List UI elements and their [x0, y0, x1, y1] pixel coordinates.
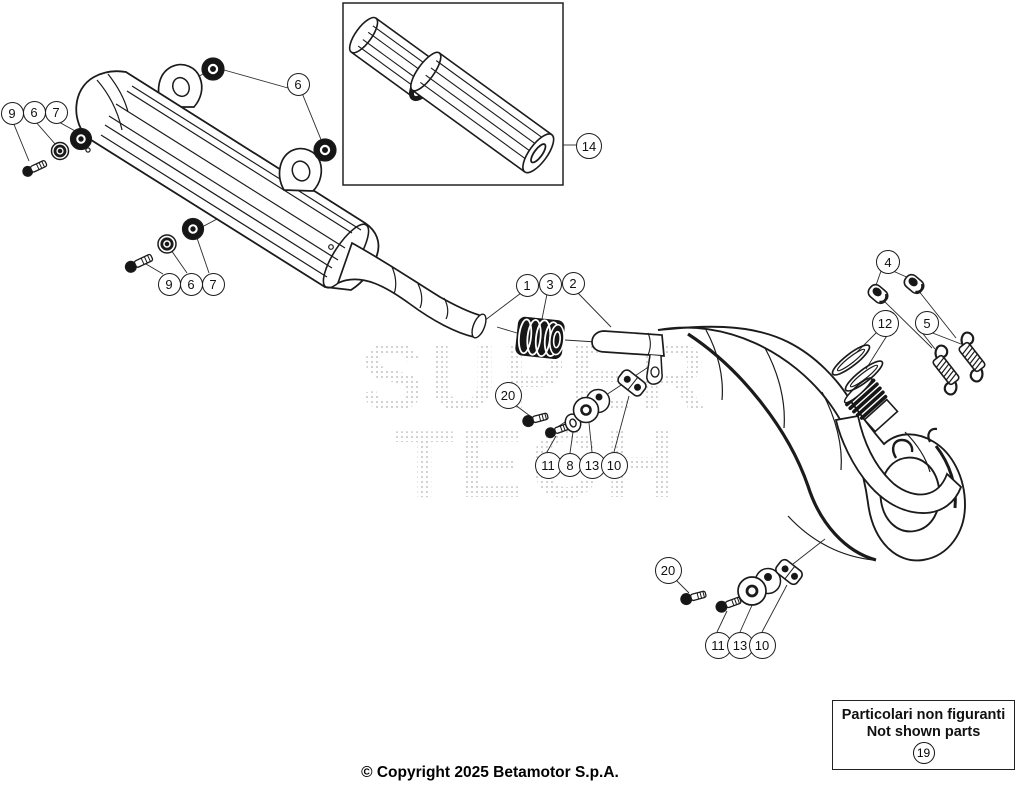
callout-20: 20 [494, 381, 522, 409]
callout-6: 6 [22, 100, 46, 124]
callout-19: 19 [912, 741, 935, 764]
exhaust-flange [843, 377, 899, 433]
callout-7: 7 [44, 100, 68, 124]
callout-12: 12 [871, 309, 899, 337]
hook-brackets [867, 273, 925, 305]
o-rings [831, 344, 884, 392]
not-shown-line-en: Not shown parts [866, 723, 981, 740]
mid-pipe [591, 330, 665, 385]
mid-mount-hardware [522, 369, 647, 439]
washer [157, 234, 177, 254]
callout-1: 1 [515, 273, 539, 297]
callout-8: 8 [558, 453, 582, 477]
callout-2: 2 [561, 271, 585, 295]
bushing [572, 388, 611, 424]
callout-9: 9 [157, 272, 181, 296]
washer [50, 141, 70, 161]
muffler [75, 63, 380, 291]
muffler-mounting-hardware [22, 57, 337, 273]
bolt [680, 590, 707, 606]
muffler-tab-rear [278, 147, 323, 192]
callout-10: 10 [748, 631, 776, 659]
packing-cylinder-front [410, 51, 555, 174]
callout-4: 4 [876, 250, 900, 274]
callout-20: 20 [654, 556, 682, 584]
callout-3: 3 [538, 272, 562, 296]
callout-6: 6 [179, 272, 203, 296]
rubber-grommet [181, 217, 205, 241]
not-shown-parts-box: Particolari non figuranti Not shown part… [832, 700, 1015, 770]
mount-bracket [775, 558, 803, 586]
not-shown-line-it: Particolari non figuranti [841, 706, 1006, 723]
muffler-tab-front [157, 63, 203, 108]
inset-detail-box [342, 2, 564, 186]
callout-5: 5 [915, 311, 939, 335]
bottom-mount-hardware [680, 558, 803, 613]
rubber-grommet [201, 57, 225, 81]
callout-11: 11 [534, 451, 562, 479]
copyright-line: © Copyright 2025 Betamotor S.p.A. [361, 764, 619, 781]
mount-bracket [617, 369, 647, 397]
callout-10: 10 [600, 451, 628, 479]
callout-14: 14 [576, 133, 602, 159]
exhaust-springs [932, 331, 986, 396]
callout-7: 7 [201, 272, 225, 296]
coupling-sleeve [515, 316, 565, 360]
expansion-chamber [657, 325, 966, 562]
bolt [715, 596, 742, 613]
rubber-grommet [313, 138, 337, 162]
bolt [22, 160, 48, 177]
bolt [522, 412, 549, 428]
muffler-inlet-pipe [336, 241, 487, 339]
callout-6: 6 [286, 72, 310, 96]
bolt [124, 253, 154, 273]
callout-9: 9 [0, 101, 24, 125]
rubber-grommet [69, 127, 93, 151]
bushing [737, 567, 782, 606]
